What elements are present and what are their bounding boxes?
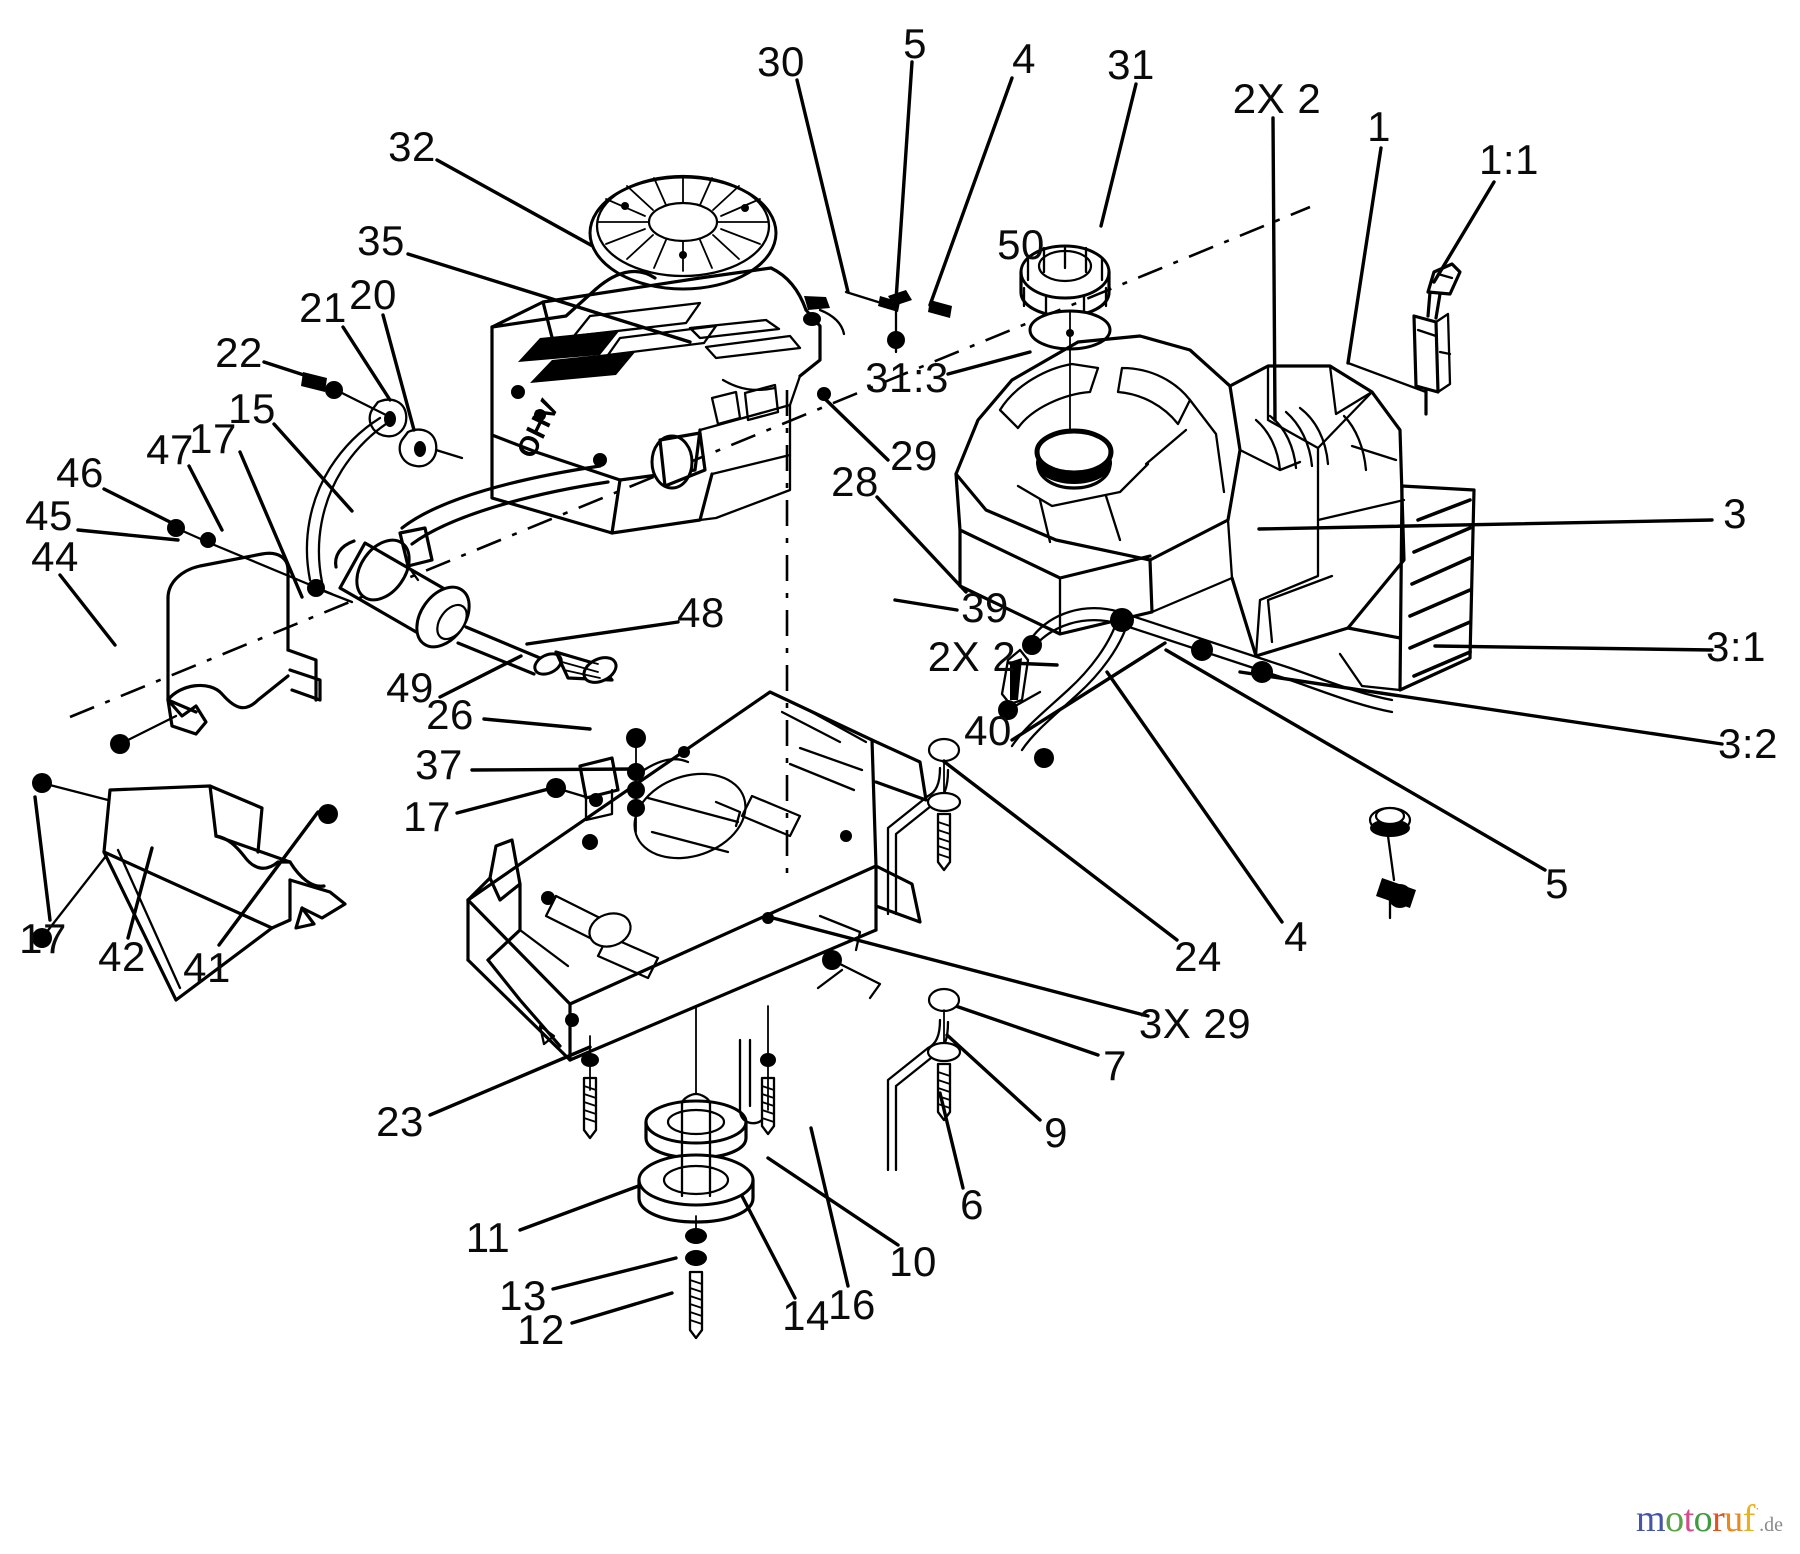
callout-10: 10 (889, 1238, 937, 1285)
callout-3-1: 3:1 (1706, 623, 1766, 670)
heat-shield-lower (32, 773, 347, 1002)
wm-letter-t: t (1683, 1498, 1695, 1540)
callout-24: 24 (1174, 933, 1222, 980)
callout-2x2-mid: 2X 2 (927, 633, 1017, 680)
callout-6: 6 (960, 1181, 984, 1228)
callout-42: 42 (98, 933, 146, 980)
callout-29: 29 (890, 432, 938, 479)
callout-14: 14 (782, 1292, 830, 1339)
callout-32: 32 (388, 123, 436, 170)
callout-2x2-top: 2X 2 (1232, 75, 1322, 122)
callout-4-right: 4 (1284, 913, 1308, 960)
callout-3x29: 3X 29 (1138, 1000, 1252, 1047)
callout-12: 12 (517, 1306, 565, 1353)
callout-17-a: 17 (189, 415, 237, 462)
fuel-tank-assembly (954, 244, 1476, 692)
muffler-assembly (334, 464, 618, 684)
callout-9: 9 (1044, 1109, 1068, 1156)
callout-17-c: 17 (19, 915, 67, 962)
callout-37: 37 (415, 741, 463, 788)
callout-28: 28 (831, 458, 879, 505)
callout-5-top: 5 (903, 20, 927, 67)
heat-shield-upper (110, 519, 334, 754)
key-switch-assembly (1346, 262, 1462, 416)
engine-ohv-marking: OHV (511, 394, 566, 462)
callout-48: 48 (677, 589, 725, 636)
callout-16: 16 (828, 1281, 876, 1328)
callout-44: 44 (31, 533, 79, 580)
callout-50: 50 (997, 221, 1045, 268)
callout-7: 7 (1103, 1042, 1127, 1089)
wm-letter-o1: o (1665, 1498, 1684, 1540)
callout-3-2: 3:2 (1718, 720, 1778, 767)
callout-49: 49 (386, 664, 434, 711)
motoruf-watermark: motoruf˙.de (1636, 1500, 1783, 1538)
engine-pulley (637, 1092, 755, 1224)
callout-17-b: 17 (403, 793, 451, 840)
wm-letter-u: u (1724, 1498, 1743, 1540)
callout-5-right: 5 (1545, 860, 1569, 907)
callout-1: 1 (1367, 103, 1391, 150)
callout-1-1: 1:1 (1479, 136, 1539, 183)
callout-31: 31 (1107, 41, 1155, 88)
leader-lines (33, 60, 1724, 1325)
wm-letter-o2: o (1693, 1498, 1713, 1540)
wm-letter-m: m (1636, 1498, 1666, 1540)
wm-suffix: .de (1759, 1514, 1783, 1536)
callout-15: 15 (228, 385, 276, 432)
throttle-rod-assembly (301, 372, 464, 604)
wm-dot: ˙ (1754, 1506, 1760, 1522)
engine-hardware-items (844, 290, 952, 354)
chassis-mounting-plate (466, 690, 928, 1062)
callout-26: 26 (426, 691, 474, 738)
callout-20: 20 (349, 271, 397, 318)
callout-35: 35 (357, 217, 405, 264)
callout-39: 39 (961, 584, 1009, 631)
callout-4-top: 4 (1012, 35, 1036, 82)
callout-31-3: 31:3 (865, 354, 949, 401)
callout-21: 21 (299, 284, 347, 331)
callout-47: 47 (146, 426, 194, 473)
callout-41: 41 (183, 944, 231, 991)
callout-23: 23 (376, 1098, 424, 1145)
callout-40: 40 (964, 707, 1012, 754)
callout-45: 45 (25, 492, 73, 539)
engine-assembly: OHV (490, 174, 846, 535)
fuel-line-harness (998, 574, 1416, 920)
callout-46: 46 (56, 449, 104, 496)
callout-3: 3 (1723, 490, 1747, 537)
callout-30: 30 (757, 38, 805, 85)
wm-letter-f: f (1742, 1498, 1756, 1540)
wm-letter-r: r (1712, 1498, 1725, 1540)
callout-13: 13 (499, 1272, 547, 1319)
fastener-stacks (546, 728, 962, 1340)
callout-11: 11 (465, 1214, 511, 1261)
callout-22: 22 (215, 329, 263, 376)
